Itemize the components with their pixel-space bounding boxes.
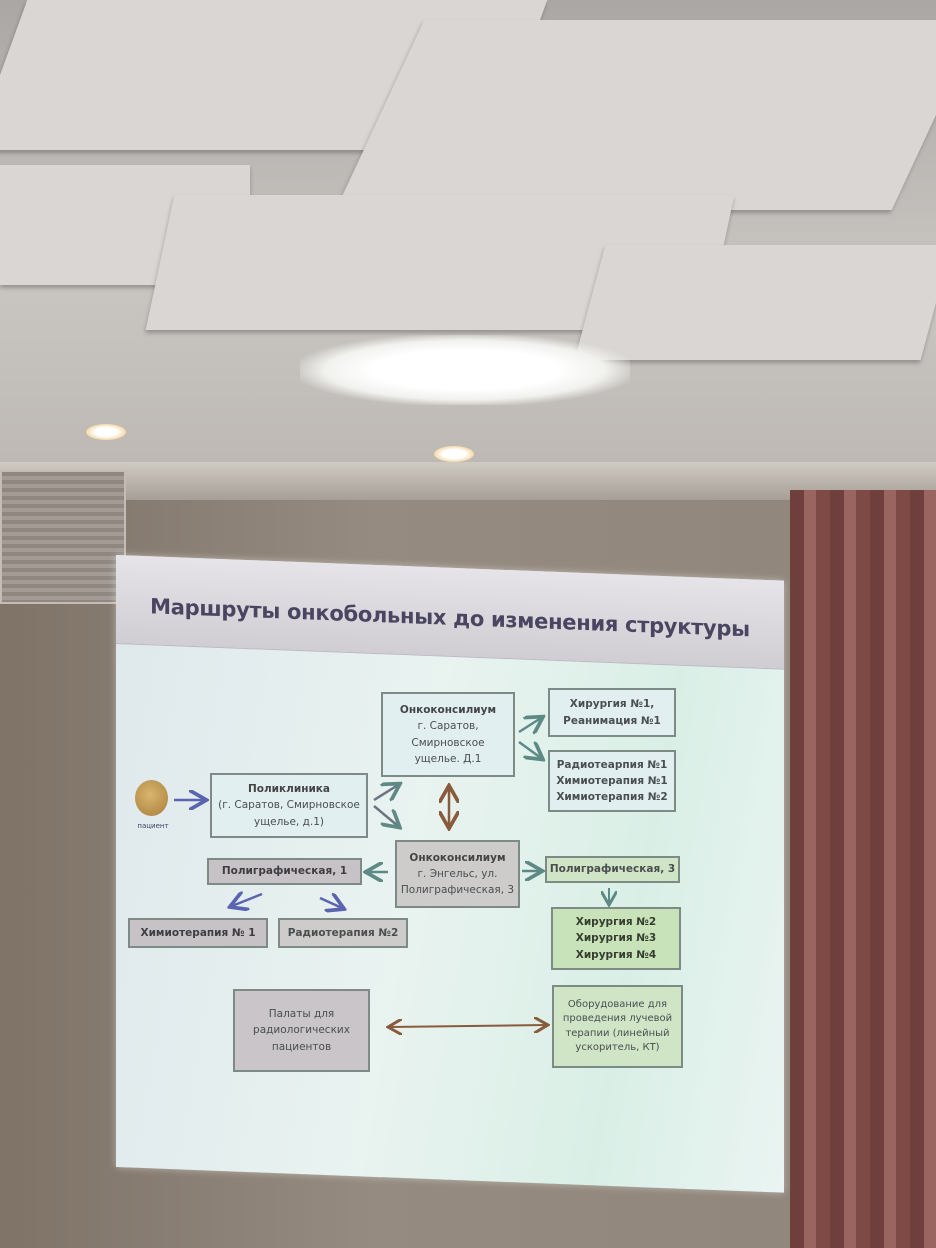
box-line: пациентов — [271, 1040, 332, 1053]
council-title: Онкоконсилиум — [409, 851, 506, 864]
box-line: проведения лучевой — [562, 1013, 673, 1024]
surgery1-box: Хирургия №1, Реанимация №1 — [548, 688, 676, 737]
air-vent — [0, 470, 126, 604]
box-line: Палаты для — [268, 1008, 335, 1021]
council-line: Полиграфическая, 3 — [400, 884, 515, 897]
cornice — [0, 462, 936, 502]
poligraf3-box: Полиграфическая, 3 — [545, 856, 680, 883]
council-line: г. Саратов, — [417, 720, 479, 733]
arrow-saratov-to-radio — [518, 740, 541, 758]
surgery234-box: Хирургия №2 Хирургия №3 Хирургия №4 — [551, 907, 681, 970]
radio2-box: Радиотерапия №2 — [278, 918, 408, 948]
ceiling-lamp — [300, 335, 630, 405]
arrow-polyclinic-to-saratov — [373, 785, 398, 800]
wards-box: Палаты для радиологических пациентов — [233, 989, 370, 1072]
polyclinic-box: Поликлиника (г. Саратов, Смирновское уще… — [210, 773, 368, 838]
curtain — [790, 490, 936, 1248]
arrow-poligraf1-to-radio — [319, 898, 342, 908]
box-line: Реанимация №1 — [563, 714, 661, 727]
box-line: Радиотерапия №2 — [287, 926, 399, 939]
equipment-box: Оборудование для проведения лучевой тера… — [552, 985, 683, 1068]
spotlight — [434, 446, 474, 462]
radio-chemo-box: Радиотеарпия №1 Химиотерапия №1 Химиотер… — [548, 750, 676, 812]
council-engels-box: Онкоконсилиум г. Энгельс, ул. Полиграфич… — [395, 840, 520, 908]
council-title: Онкоконсилиум — [399, 703, 497, 716]
box-line: Химиотерапия № 1 — [140, 926, 256, 939]
box-line: Полиграфическая, 1 — [221, 865, 348, 878]
box-line: Химиотерапия №1 — [556, 774, 668, 787]
box-line: Хирургия №3 — [575, 932, 657, 945]
polyclinic-title: Поликлиника — [247, 783, 331, 796]
polyclinic-line: ущелье, д.1) — [254, 815, 324, 828]
arrow-poligraf1-to-chemo — [232, 894, 263, 906]
box-line: Хирургия №4 — [575, 948, 657, 961]
council-saratov-box: Онкоконсилиум г. Саратов, Смирновское ущ… — [381, 692, 515, 777]
arrow-polyclinic-to-engels — [373, 805, 398, 826]
poligraf1-box: Полиграфическая, 1 — [207, 858, 362, 885]
box-line: радиологических — [253, 1024, 350, 1037]
box-line: Оборудование для — [567, 998, 668, 1010]
council-line: г. Энгельс, ул. — [417, 867, 498, 880]
box-line: Хирургия №1, — [569, 698, 655, 711]
box-line: Полиграфическая, 3 — [549, 863, 676, 876]
sad-face-icon — [135, 780, 168, 816]
arrow-saratov-to-surgery1 — [518, 718, 541, 732]
box-line: Хирургия №2 — [575, 916, 657, 929]
council-line: ущелье. Д.1 — [414, 752, 482, 765]
spotlight — [86, 424, 126, 440]
box-line: терапии (линейный — [565, 1027, 670, 1039]
chemo1-box: Химиотерапия № 1 — [128, 918, 268, 948]
polyclinic-line: (г. Саратов, Смирновское — [218, 799, 360, 812]
arrow-wards-equipment — [390, 1025, 546, 1027]
box-line: Радиотеарпия №1 — [556, 758, 668, 771]
council-line: Смирновское — [411, 736, 485, 749]
box-line: Химиотерапия №2 — [556, 791, 668, 804]
patient-label: пациент — [137, 822, 169, 830]
box-line: ускоритель, КТ) — [575, 1042, 660, 1053]
